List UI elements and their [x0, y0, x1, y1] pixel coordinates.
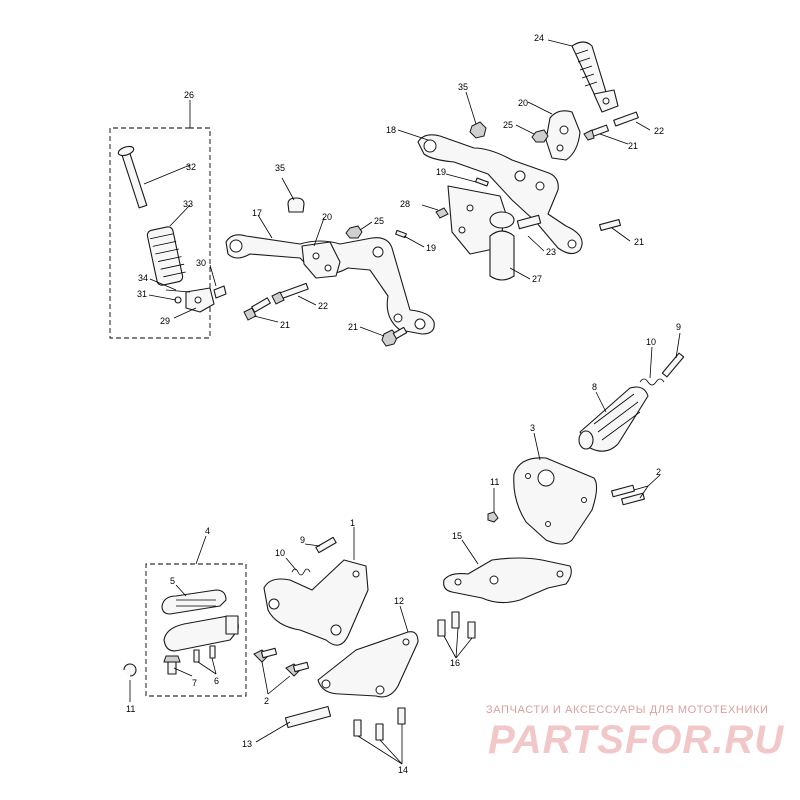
callout-35-right: 35 [458, 82, 468, 92]
nut-11-lower [123, 663, 137, 677]
callout-9-lower: 9 [300, 535, 305, 545]
footrest-bracket-29 [165, 285, 227, 313]
callout-23: 23 [546, 247, 556, 257]
callout-25-right: 25 [503, 120, 513, 130]
callout-32: 32 [186, 162, 196, 172]
leader-35b [281, 177, 295, 201]
bolt-22-left [271, 282, 309, 305]
plate-3 [513, 457, 598, 545]
callout-25-left: 25 [374, 216, 384, 226]
pin-32 [117, 145, 148, 209]
bolt-23 [516, 214, 542, 230]
footpeg-8 [578, 386, 649, 452]
callout-9-upper: 9 [676, 322, 681, 332]
pin-9-lower [315, 536, 337, 554]
bolt-21-right [583, 124, 610, 141]
callout-7: 7 [192, 678, 197, 688]
callout-31: 31 [137, 289, 147, 299]
callout-35-left: 35 [275, 163, 285, 173]
leader-4 [195, 535, 207, 565]
bolts-14 [353, 707, 406, 741]
spring-10-lower [291, 568, 311, 576]
callout-labels: 24 35 20 25 22 18 21 26 32 33 35 17 20 2… [126, 33, 681, 775]
callout-15: 15 [452, 531, 462, 541]
spring-10-upper [639, 378, 665, 386]
callout-16: 16 [450, 658, 460, 668]
callout-30: 30 [196, 258, 206, 268]
callout-11-lower: 11 [126, 704, 135, 714]
bolt-7 [163, 655, 181, 675]
callout-20-left: 20 [322, 212, 332, 222]
callout-12: 12 [394, 596, 404, 606]
plate-20-right [545, 110, 581, 161]
callout-24: 24 [534, 33, 544, 43]
cap-35-right [469, 121, 487, 139]
plate-20-left [301, 241, 341, 279]
leader-lines [129, 39, 681, 765]
kit-box-4 [145, 563, 247, 697]
footrest-rubber-33 [146, 226, 186, 286]
callout-28: 28 [400, 199, 410, 209]
callout-13: 13 [242, 739, 252, 749]
pin-19-right [475, 177, 489, 187]
callout-19-left: 19 [426, 243, 436, 253]
callout-4: 4 [205, 526, 210, 536]
pin-19-left [395, 229, 407, 239]
callout-6: 6 [214, 676, 219, 686]
kit-box-26 [109, 127, 211, 339]
footpeg-body [163, 615, 239, 652]
sleeve-27 [489, 211, 515, 281]
callout-22-left: 22 [318, 301, 328, 311]
callout-34: 34 [138, 273, 148, 283]
callout-2-upper: 2 [656, 467, 661, 477]
callout-17: 17 [252, 208, 262, 218]
bolt-2-lower [253, 647, 310, 677]
callout-21-mid-right: 21 [634, 237, 644, 247]
callout-10-lower: 10 [275, 548, 285, 558]
pin-13 [284, 705, 332, 729]
callout-22-right: 22 [654, 126, 664, 136]
callout-21-bottom: 21 [348, 322, 358, 332]
callout-11-upper: 11 [490, 477, 499, 487]
screws-6 [193, 645, 216, 663]
bracket-15 [443, 557, 572, 604]
callout-2-lower: 2 [264, 696, 269, 706]
bolt-21-lower [381, 326, 408, 347]
callout-33: 33 [183, 199, 193, 209]
watermark-tagline: ЗАПЧАСТИ И АКСЕССУАРЫ ДЛЯ МОТОТЕХНИКИ [486, 704, 769, 716]
callout-21-left: 21 [280, 320, 290, 330]
bolt-2-upper [611, 484, 645, 506]
callout-18: 18 [386, 125, 396, 135]
callout-14: 14 [398, 765, 408, 775]
callout-21-right: 21 [628, 141, 638, 151]
footrest-24 [571, 41, 619, 113]
hanger-1 [263, 559, 369, 646]
hanger-18 [417, 134, 583, 255]
pin-9-upper [661, 352, 685, 378]
bracket-12 [317, 631, 419, 698]
callout-8: 8 [592, 382, 597, 392]
callout-20-right: 20 [518, 98, 528, 108]
bolts-16 [437, 611, 476, 639]
nut-25-right [531, 129, 549, 143]
callout-10-upper: 10 [646, 337, 656, 347]
callout-19-right: 19 [436, 167, 446, 177]
nut-25-left [345, 225, 363, 239]
bolt-22-right [613, 111, 639, 127]
nut-11-upper [487, 511, 499, 523]
callout-5: 5 [170, 576, 175, 586]
footpeg-rubber-5 [161, 589, 227, 615]
bolt-21-left [243, 297, 271, 321]
watermark-logo: PARTSFOR.RU [488, 718, 785, 762]
callout-29: 29 [160, 316, 170, 326]
cap-35-left [287, 197, 305, 213]
callout-27: 27 [532, 274, 542, 284]
callout-1: 1 [350, 518, 355, 528]
callout-3: 3 [530, 423, 535, 433]
callout-26: 26 [184, 90, 194, 100]
bolt-21-right-lower [599, 218, 621, 232]
